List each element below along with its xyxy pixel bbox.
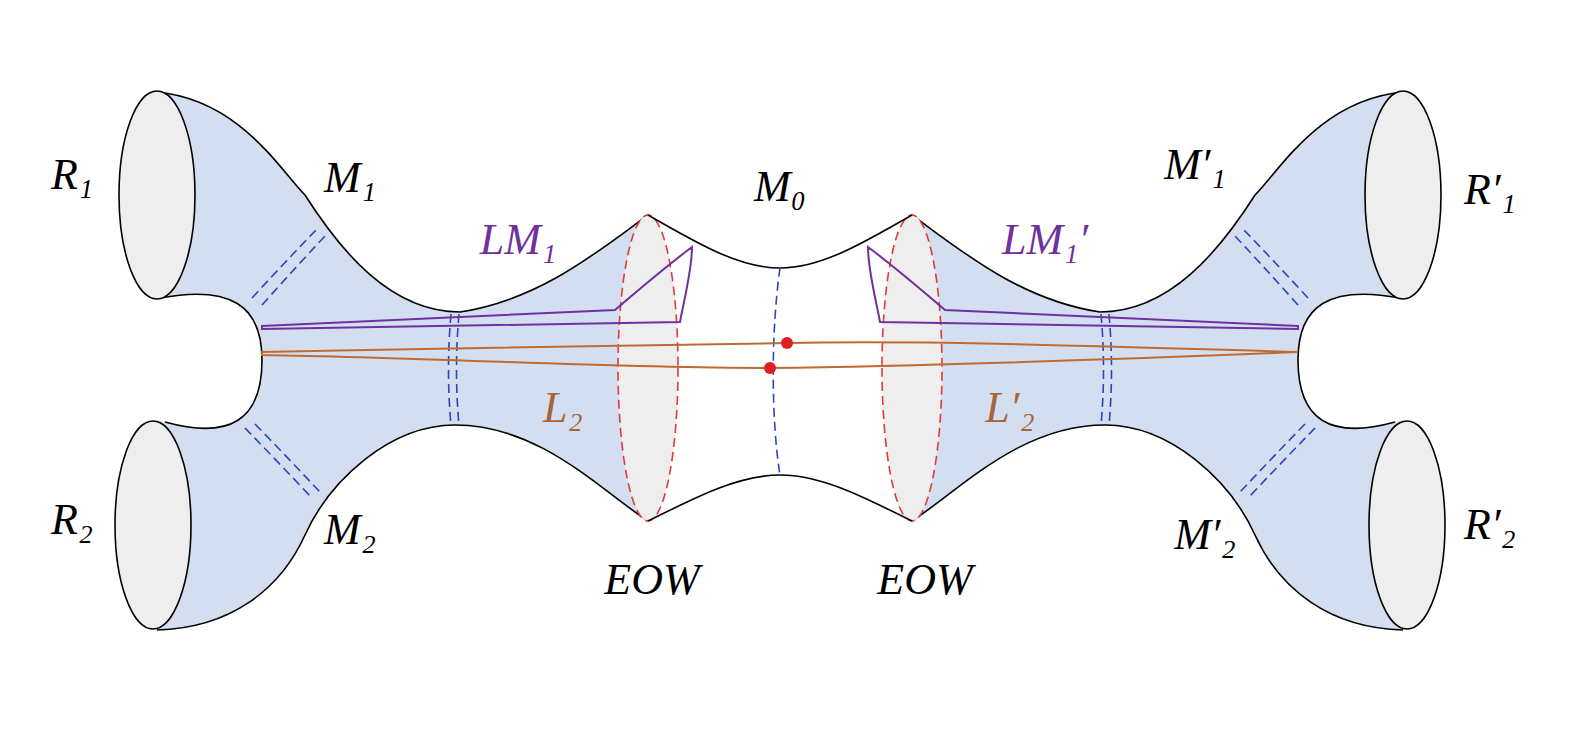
curve-label: LM₁ [480,218,556,262]
manifold-label: M′₂ [1174,513,1236,557]
manifold-label: M₁ [324,156,376,200]
manifold-label: M₂ [324,508,376,552]
brane-label: EOW [877,558,972,602]
region-label: R₁ [51,153,93,197]
manifold-label: M′₁ [1164,143,1226,187]
curve-label: L′₂ [985,386,1034,430]
region-label: R₂ [51,498,93,542]
curve-label: L₂ [543,386,583,430]
curve-label: LM₁′ [1002,218,1088,262]
region-label: R′₁ [1464,168,1516,212]
manifold-label: M₀ [754,165,806,209]
brane-label: EOW [604,558,699,602]
region-label: R′₂ [1464,503,1516,547]
